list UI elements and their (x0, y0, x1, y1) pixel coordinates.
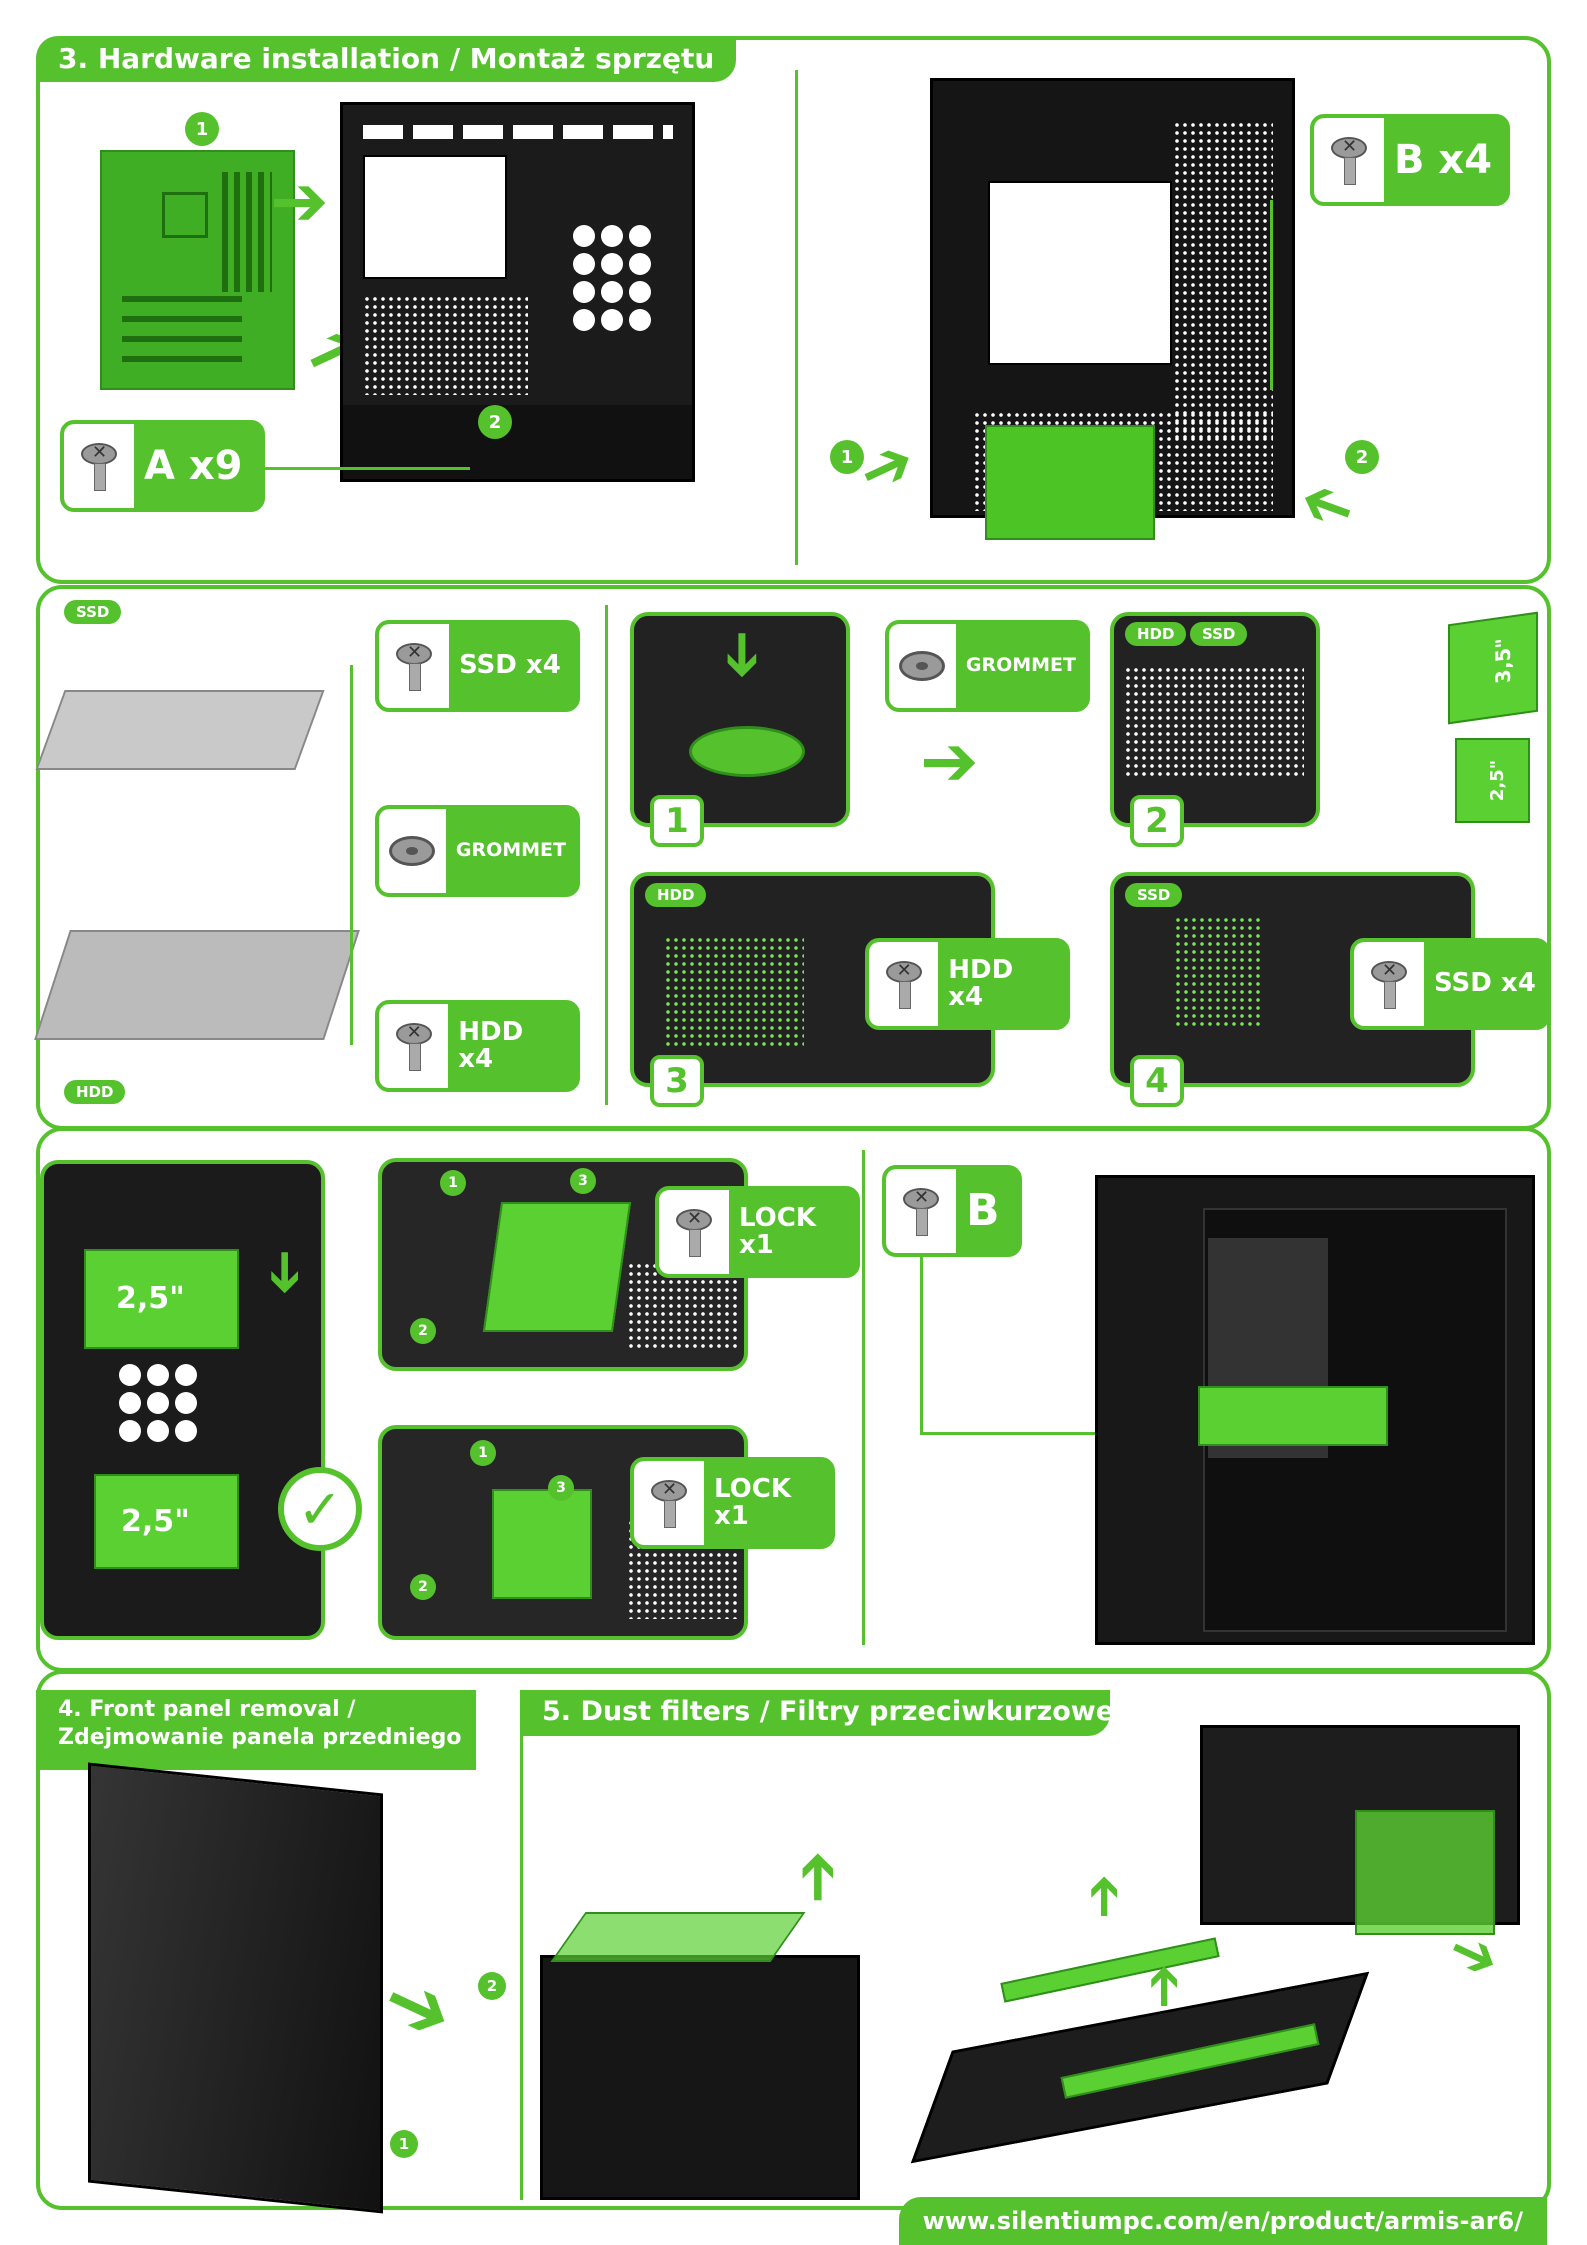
leader-line-b-assembly (920, 1255, 923, 1435)
ssd-in-bay (492, 1489, 592, 1599)
lock-label-top: LOCK x1 (655, 1186, 860, 1278)
step-1-number: 1 (650, 795, 704, 847)
screw-b-label: B x4 (1310, 114, 1510, 206)
hdd-tag-step2: HDD (1125, 622, 1187, 646)
ssd-tag: SSD (64, 600, 122, 624)
marker-2-psu: 2 (1345, 440, 1379, 474)
hdd-drive (34, 930, 360, 1040)
arrow-next-icon: ➔ (920, 720, 979, 802)
ssd-tag-step4: SSD (1125, 883, 1183, 907)
bay-slot-bottom: 2,5" (94, 1474, 239, 1569)
hdd-tag-step3: HDD (645, 883, 707, 907)
ssd-drive (35, 690, 325, 770)
leader-line-b (1270, 200, 1273, 390)
grommet-label-left: GROMMET (375, 805, 580, 897)
hardware-installation-title: 3. Hardware installation / Montaż sprzęt… (36, 36, 737, 82)
check-icon: ✓ (278, 1467, 362, 1551)
case-side-view (340, 102, 695, 482)
leader-line-drives (350, 665, 353, 1045)
screw-b-label-assembly: B (882, 1165, 1022, 1257)
marker-3-lock-hdd: 3 (570, 1168, 596, 1194)
grommet-label-right: GROMMET (885, 620, 1090, 712)
hdd-in-bay (482, 1202, 632, 1332)
psu-shroud-drive (1198, 1386, 1388, 1446)
hdd-tag: HDD (64, 1080, 126, 1104)
screw-a-icon (64, 424, 134, 508)
marker-2-lock-hdd: 2 (410, 1318, 436, 1344)
step-4-number: 4 (1130, 1055, 1184, 1107)
screw-ssd-icon (379, 624, 449, 708)
marker-1-lock-ssd: 1 (470, 1440, 496, 1466)
step2-bracket-image (1110, 612, 1320, 827)
screw-hdd-icon (379, 1004, 449, 1088)
hdd-screw-label: HDD x4 (375, 1000, 580, 1092)
lock-screw-icon (659, 1190, 729, 1274)
leader-line-a (260, 467, 470, 470)
front-dust-divider (520, 1700, 523, 2200)
grommet-icon (379, 809, 446, 893)
lock-screw-icon-2 (634, 1461, 704, 1545)
motherboard (100, 150, 295, 390)
ssd-tag-step2: SSD (1190, 622, 1248, 646)
hardware-divider (795, 70, 798, 565)
marker-3-lock-ssd: 3 (548, 1475, 574, 1501)
front-panel-title: 4. Front panel removal / Zdejmowanie pan… (36, 1690, 476, 1770)
dust-filters-title: 5. Dust filters / Filtry przeciwkurzowe (520, 1690, 1114, 1736)
step1-grommet-image (630, 612, 850, 827)
arrow-right-icon: ➔ (270, 160, 329, 242)
leader-line-b-assembly-h (920, 1432, 1120, 1435)
marker-1-psu: 1 (830, 440, 864, 474)
arrow-up-filter-2-icon: ➔ (1131, 1963, 1195, 2010)
lock-label-bottom: LOCK x1 (630, 1457, 835, 1549)
power-supply (985, 425, 1155, 540)
marker-2-front: 2 (478, 1972, 506, 2000)
hdd-screw-label-step3: HDD x4 (865, 938, 1070, 1030)
arrow-up-filter-1-icon: ➔ (1071, 1873, 1135, 1920)
dust-filter-case-top (540, 1955, 860, 2200)
arrow-slide-down-icon: ➔ (252, 1249, 318, 1296)
drive-25-card: 2,5" (1455, 738, 1530, 823)
screw-hdd-icon-2 (869, 942, 939, 1026)
front-dust-filter (1355, 1810, 1495, 1935)
screw-a-label: A x9 (60, 420, 265, 512)
drive-bay-cage: 2,5" 2,5" (40, 1160, 325, 1640)
drive-35-label: 3,5" (1490, 635, 1515, 686)
arrow-down-icon: ➔ (708, 629, 779, 681)
drive-divider (605, 605, 608, 1105)
drive-bay-divider (862, 1150, 865, 1645)
front-panel-case (88, 1762, 383, 2214)
grommet-icon-2 (889, 624, 956, 708)
marker-2: 2 (478, 405, 512, 439)
screw-ssd-icon-2 (1354, 942, 1424, 1026)
step-2-number: 2 (1130, 795, 1184, 847)
arrow-up-top-filter-icon: ➔ (779, 1850, 854, 1904)
footer-url[interactable]: www.silentiumpc.com/en/product/armis-ar6… (898, 2197, 1547, 2245)
drive-35-card: 3,5" (1448, 611, 1538, 725)
marker-1-front: 1 (390, 2130, 418, 2158)
screw-b-icon-2 (886, 1169, 956, 1253)
top-dust-filter (550, 1912, 806, 1962)
step-3-number: 3 (650, 1055, 704, 1107)
screw-b-icon (1314, 118, 1384, 202)
drive-25-label: 2,5" (1487, 759, 1509, 802)
assembled-case (1095, 1175, 1535, 1645)
bay-slot-top: 2,5" (84, 1249, 239, 1349)
ssd-screw-label: SSD x4 (375, 620, 580, 712)
marker-2-lock-ssd: 2 (410, 1574, 436, 1600)
marker-1-lock-hdd: 1 (440, 1170, 466, 1196)
ssd-screw-label-step4: SSD x4 (1350, 938, 1550, 1030)
marker-1: 1 (185, 112, 219, 146)
